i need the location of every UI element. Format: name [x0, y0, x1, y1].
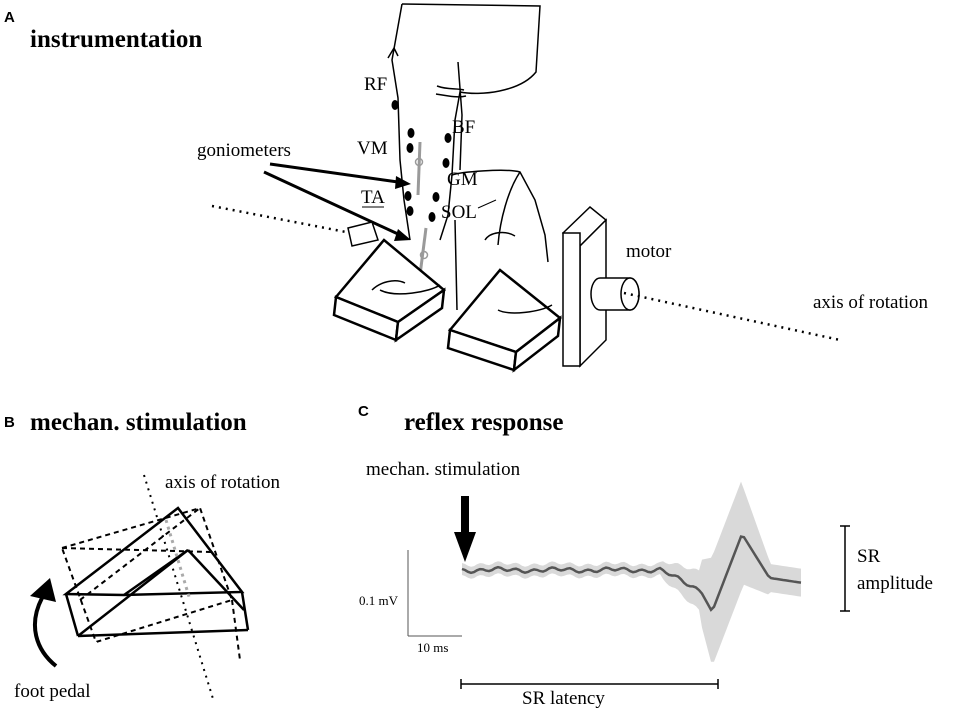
stim-arrow-shaft: [461, 496, 469, 534]
scale-x-label: 10 ms: [417, 640, 448, 655]
scale-bar: [407, 550, 462, 637]
label-rf: RF: [364, 74, 387, 95]
panel-b-letter: B: [4, 414, 15, 431]
emg-electrodes: [391, 100, 452, 222]
label-goniometers: goniometers: [197, 140, 291, 161]
goniometer-arrows: [263, 162, 399, 236]
label-sr-amplitude: amplitude: [857, 573, 933, 594]
b-axis-line: [143, 474, 215, 703]
stim-arrow-head: [454, 532, 476, 562]
panel-b: B mechan. stimulation axis of rotation f: [4, 409, 281, 703]
motor: [561, 205, 640, 368]
panel-c: C reflex response mechan. stimulation 0.…: [358, 403, 933, 709]
panel-c-title: reflex response: [404, 409, 563, 436]
mean-trace: [461, 535, 802, 612]
panel-a-letter: A: [4, 9, 15, 26]
amplitude-bar: [840, 525, 850, 612]
pedal-solid: [62, 506, 250, 638]
leg-illustration: [387, 3, 549, 263]
rotation-arrow: [33, 597, 58, 668]
label-b-axis: axis of rotation: [165, 472, 281, 493]
pedal-rotated-dashed: [60, 506, 241, 691]
label-foot-pedal: foot pedal: [14, 681, 91, 702]
right-foot-pedal: [446, 219, 563, 373]
label-gm: GM: [447, 169, 478, 190]
arrowhead-2: [394, 229, 411, 241]
axis-of-rotation-line: [211, 204, 841, 342]
label-leader-lines: [362, 199, 497, 209]
left-foot-pedal: [332, 221, 447, 343]
label-sr-1: SR: [857, 546, 881, 567]
panel-a: A instrumentation: [4, 3, 929, 373]
panel-a-title: instrumentation: [30, 26, 202, 53]
label-axis-of-rotation: axis of rotation: [813, 292, 929, 313]
rotation-arrowhead: [30, 578, 56, 602]
label-bf: BF: [452, 117, 475, 138]
label-stimulation: mechan. stimulation: [366, 459, 521, 480]
panel-b-title: mechan. stimulation: [30, 409, 247, 436]
scale-y-label: 0.1 mV: [359, 593, 399, 608]
label-ta: TA: [361, 187, 385, 208]
label-sr-latency: SR latency: [522, 688, 605, 709]
panel-c-letter: C: [358, 403, 369, 420]
label-vm: VM: [357, 138, 388, 159]
latency-bar: [460, 679, 719, 689]
label-sol: SOL: [441, 202, 477, 223]
label-motor: motor: [626, 241, 672, 262]
arrowhead-1: [395, 176, 411, 189]
goniometer-sensors: [414, 141, 429, 276]
